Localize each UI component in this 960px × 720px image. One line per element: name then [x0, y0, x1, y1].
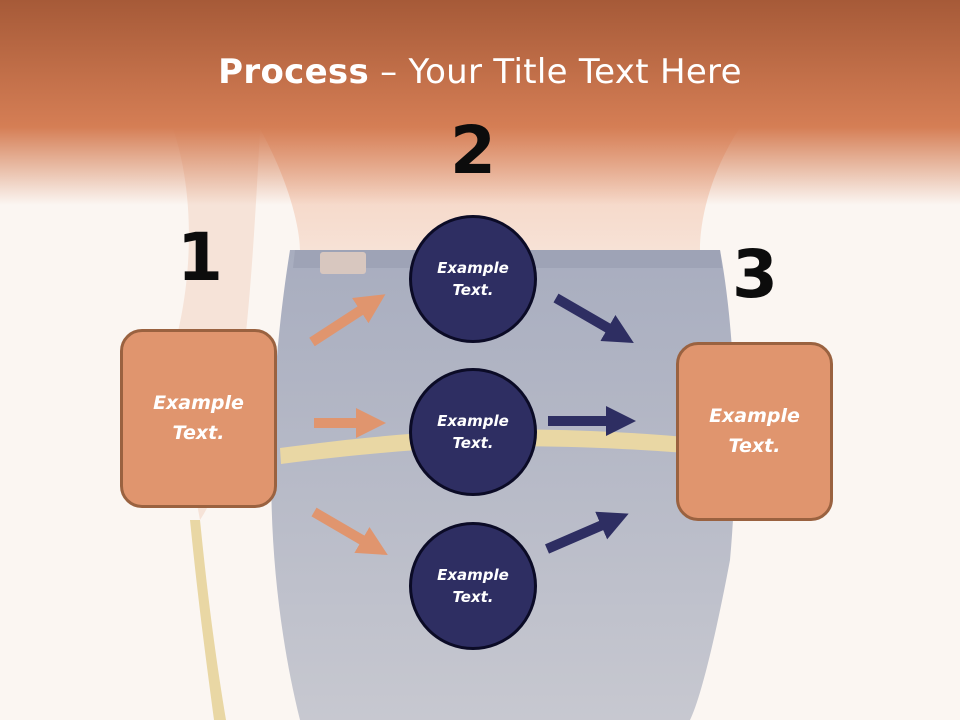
- circle-middle-text: Example Text.: [437, 411, 509, 453]
- circle-top-text: Example Text.: [437, 258, 509, 300]
- title-rest: – Your Title Text Here: [369, 52, 742, 92]
- step-1-box[interactable]: Example Text.: [120, 329, 277, 508]
- slide-title: Process – Your Title Text Here: [0, 52, 960, 92]
- step-1-number: 1: [177, 219, 223, 296]
- step-2-circle-middle[interactable]: Example Text.: [409, 368, 537, 496]
- step-3-text: Example Text.: [709, 405, 800, 457]
- step-2-number: 2: [450, 112, 496, 189]
- arrow-from-circle-bottom: [545, 511, 629, 554]
- arrow-to-circle-bottom: [311, 507, 388, 556]
- circle-bottom-text: Example Text.: [437, 565, 509, 607]
- step-1-text: Example Text.: [153, 392, 244, 444]
- title-bold: Process: [218, 52, 370, 92]
- step-2-circle-bottom[interactable]: Example Text.: [409, 522, 537, 650]
- arrow-to-circle-top: [309, 294, 386, 347]
- step-2-circle-top[interactable]: Example Text.: [409, 215, 537, 343]
- arrow-from-circle-top: [553, 293, 634, 344]
- step-3-box[interactable]: Example Text.: [676, 342, 833, 521]
- step-3-number: 3: [732, 236, 778, 313]
